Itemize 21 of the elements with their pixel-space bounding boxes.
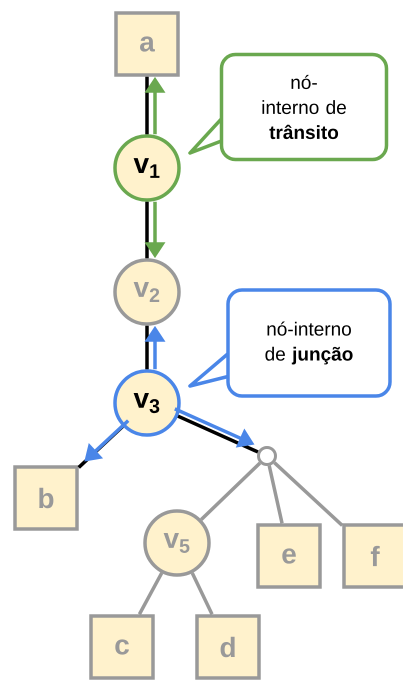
tree-edge xyxy=(268,465,284,524)
junction-circle xyxy=(257,446,277,466)
letter-box: a xyxy=(114,11,180,77)
letter-box: e xyxy=(256,523,322,589)
node-label: nó-interno de junção xyxy=(265,322,353,364)
letter-box: b xyxy=(13,465,79,531)
tree-edge xyxy=(145,326,149,370)
tree-edge xyxy=(273,461,344,527)
letter-box: c xyxy=(89,614,155,680)
letter-box: d xyxy=(195,614,261,680)
tree-edge xyxy=(177,414,259,454)
tree-edge xyxy=(138,572,164,616)
tree-edge xyxy=(145,76,149,134)
tree-edge xyxy=(200,462,262,521)
tree-edge xyxy=(145,202,149,258)
callout-bubble: nó-interno de junção xyxy=(188,288,392,398)
tree-edge xyxy=(190,572,214,615)
letter-box: f xyxy=(342,523,403,589)
tree-edge xyxy=(78,425,124,469)
node-label: nó-interno de trânsito xyxy=(262,74,346,140)
callout-bubble: nó-interno de trânsito xyxy=(188,52,388,162)
